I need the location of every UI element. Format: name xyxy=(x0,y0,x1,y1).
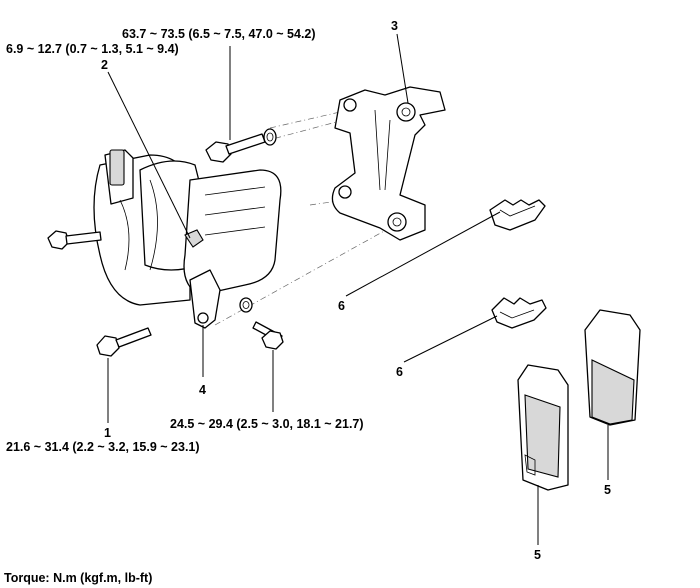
motor-connector xyxy=(109,149,125,186)
torque-spec-lower-bolt: 24.5 ~ 29.4 (2.5 ~ 3.0, 18.1 ~ 21.7) xyxy=(170,417,364,431)
washer-top xyxy=(263,128,277,146)
callout-5-outer: 5 xyxy=(604,483,611,497)
callout-3: 3 xyxy=(391,19,398,33)
callout-1: 1 xyxy=(104,426,111,440)
torque-spec-guide-bolt: 21.6 ~ 31.4 (2.2 ~ 3.2, 15.9 ~ 23.1) xyxy=(6,440,200,454)
pad-retainer-clip-lower xyxy=(491,297,547,329)
bleeder-screw xyxy=(184,229,204,248)
brake-pad-outer xyxy=(584,309,641,426)
guide-rod-bolt-1 xyxy=(96,327,152,357)
pad-retainer-clip-upper xyxy=(489,199,546,231)
guide-rod-bolt-lower xyxy=(239,297,284,350)
caliper-mount-ear xyxy=(189,269,221,329)
brake-pad-inner xyxy=(517,364,569,491)
caliper-bracket-bolt-top xyxy=(205,128,277,163)
caliper-carrier-bracket xyxy=(331,86,446,241)
callout-5-inner: 5 xyxy=(534,548,541,562)
torque-spec-bleeder-screw: 6.9 ~ 12.7 (0.7 ~ 1.3, 5.1 ~ 9.4) xyxy=(6,42,179,56)
leader-lines xyxy=(107,33,609,545)
motor-bolt xyxy=(47,230,102,250)
callout-6-upper: 6 xyxy=(338,299,345,313)
callout-4: 4 xyxy=(199,383,206,397)
callout-2: 2 xyxy=(101,58,108,72)
caliper-body xyxy=(93,149,282,329)
callout-6-lower: 6 xyxy=(396,365,403,379)
torque-spec-bracket-bolt: 63.7 ~ 73.5 (6.5 ~ 7.5, 47.0 ~ 54.2) xyxy=(122,27,316,41)
washer-lower xyxy=(239,297,253,313)
torque-unit-legend: Torque: N.m (kgf.m, lb-ft) xyxy=(4,571,153,585)
